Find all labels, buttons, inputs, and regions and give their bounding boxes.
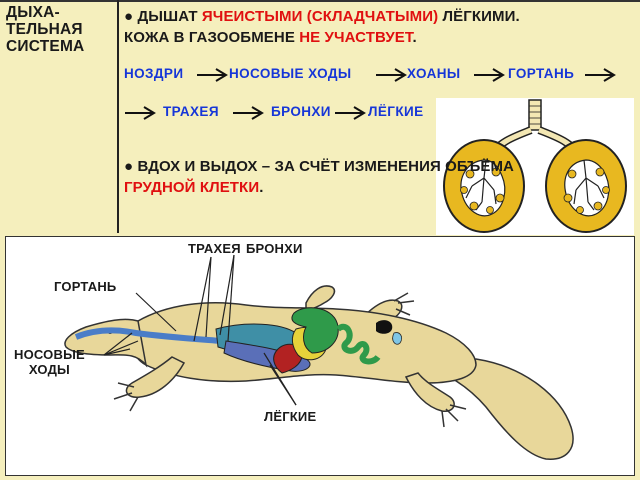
label-nasal-passages: НОСОВЫЕ ХОДЫ — [14, 347, 85, 377]
lizard-drawing — [64, 254, 574, 460]
top-rule — [0, 0, 640, 2]
chain-choanae: ХОАНЫ — [407, 66, 461, 81]
statement-skin-b: НЕ УЧАСТВУЕТ — [299, 29, 413, 46]
lizard-diagram: ТРАХЕЯ БРОНХИ ГОРТАНЬ НОСОВЫЕ ХОДЫ ЛЁГКИ… — [5, 236, 635, 476]
arrow-right-icon — [125, 106, 156, 120]
statement-lungs: ● ДЫШАТ ЯЧЕИСТЫМИ (СКЛАДЧАТЫМИ) ЛЁГКИМИ. — [124, 8, 520, 25]
statement-breathing: ● ВДОХ И ВЫДОХ – ЗА СЧЁТ ИЗМЕНЕНИЯ ОБЪЁМ… — [124, 158, 514, 175]
label-nasal-line-1: НОСОВЫЕ — [14, 347, 85, 362]
label-bronchi: БРОНХИ — [246, 241, 303, 256]
lungs-drawing — [443, 99, 627, 233]
arrow-right-icon — [376, 68, 407, 82]
chain-larynx: ГОРТАНЬ — [508, 66, 575, 81]
statement-skin: КОЖА В ГАЗООБМЕНЕ НЕ УЧАСТВУЕТ. — [124, 29, 417, 46]
bullet-2: ● — [124, 158, 134, 175]
statement-skin-c: . — [412, 29, 417, 46]
side-title-line-3: СИСТЕМА — [6, 38, 85, 55]
arrow-right-icon — [233, 106, 264, 120]
chain-nasal-passages: НОСОВЫЕ ХОДЫ — [229, 66, 352, 81]
arrow-right-icon — [474, 68, 505, 82]
side-panel: ДЫХА- ТЕЛЬНАЯ СИСТЕМА — [0, 0, 119, 233]
side-title: ДЫХА- ТЕЛЬНАЯ СИСТЕМА — [6, 4, 114, 55]
chain-bronchi: БРОНХИ — [271, 104, 331, 119]
statement-breathing-c: . — [259, 179, 264, 196]
statement-breathing-b: ГРУДНОЙ КЛЕТКИ — [124, 179, 260, 196]
statement-lungs-b: ЯЧЕИСТЫМИ (СКЛАДЧАТЫМИ) — [201, 8, 439, 25]
label-nasal-line-2: ХОДЫ — [28, 362, 70, 377]
bullet-1: ● — [124, 8, 134, 25]
statement-breathing-cont: ГРУДНОЙ КЛЕТКИ. — [124, 179, 263, 196]
chain-nostrils: НОЗДРИ — [124, 66, 184, 81]
chain-lungs: ЛЁГКИЕ — [368, 104, 424, 119]
label-trachea: ТРАХЕЯ — [188, 241, 241, 256]
statement-skin-a: КОЖА В ГАЗООБМЕНЕ — [124, 29, 300, 46]
statement-lungs-a: ДЫШАТ — [137, 8, 202, 25]
statement-breathing-a: ВДОХ И ВЫДОХ – ЗА СЧЁТ ИЗМЕНЕНИЯ ОБЪЁМА — [137, 158, 514, 175]
label-lungs: ЛЁГКИЕ — [264, 409, 317, 424]
arrow-right-icon — [335, 106, 366, 120]
arrow-right-icon — [197, 68, 228, 82]
side-title-line-2: ТЕЛЬНАЯ — [6, 21, 83, 38]
arrow-right-icon — [585, 68, 616, 82]
side-title-line-1: ДЫХА- — [6, 4, 60, 21]
label-larynx: ГОРТАНЬ — [54, 279, 117, 294]
lungs-illustration — [436, 98, 634, 235]
chain-trachea: ТРАХЕЯ — [163, 104, 219, 119]
statement-lungs-c: ЛЁГКИМИ. — [438, 8, 520, 25]
